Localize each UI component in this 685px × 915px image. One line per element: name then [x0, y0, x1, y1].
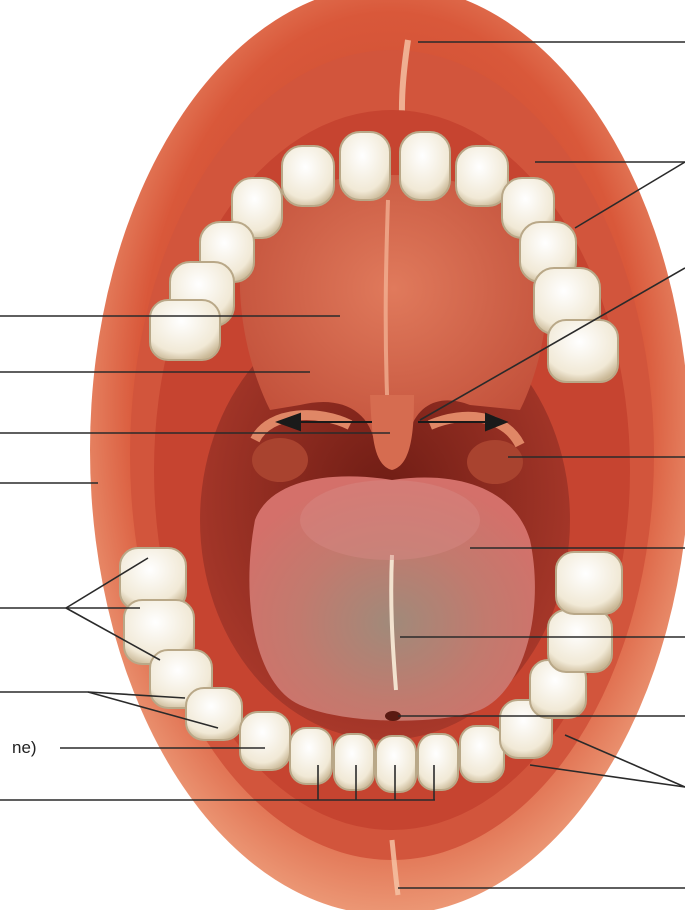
palatine-raphe — [386, 200, 388, 420]
palatine-tonsil-left — [252, 438, 308, 482]
palatine-tonsil-right — [467, 440, 523, 484]
partial-label-canine: ne) — [12, 738, 37, 758]
tongue-tip-shading — [300, 480, 480, 560]
